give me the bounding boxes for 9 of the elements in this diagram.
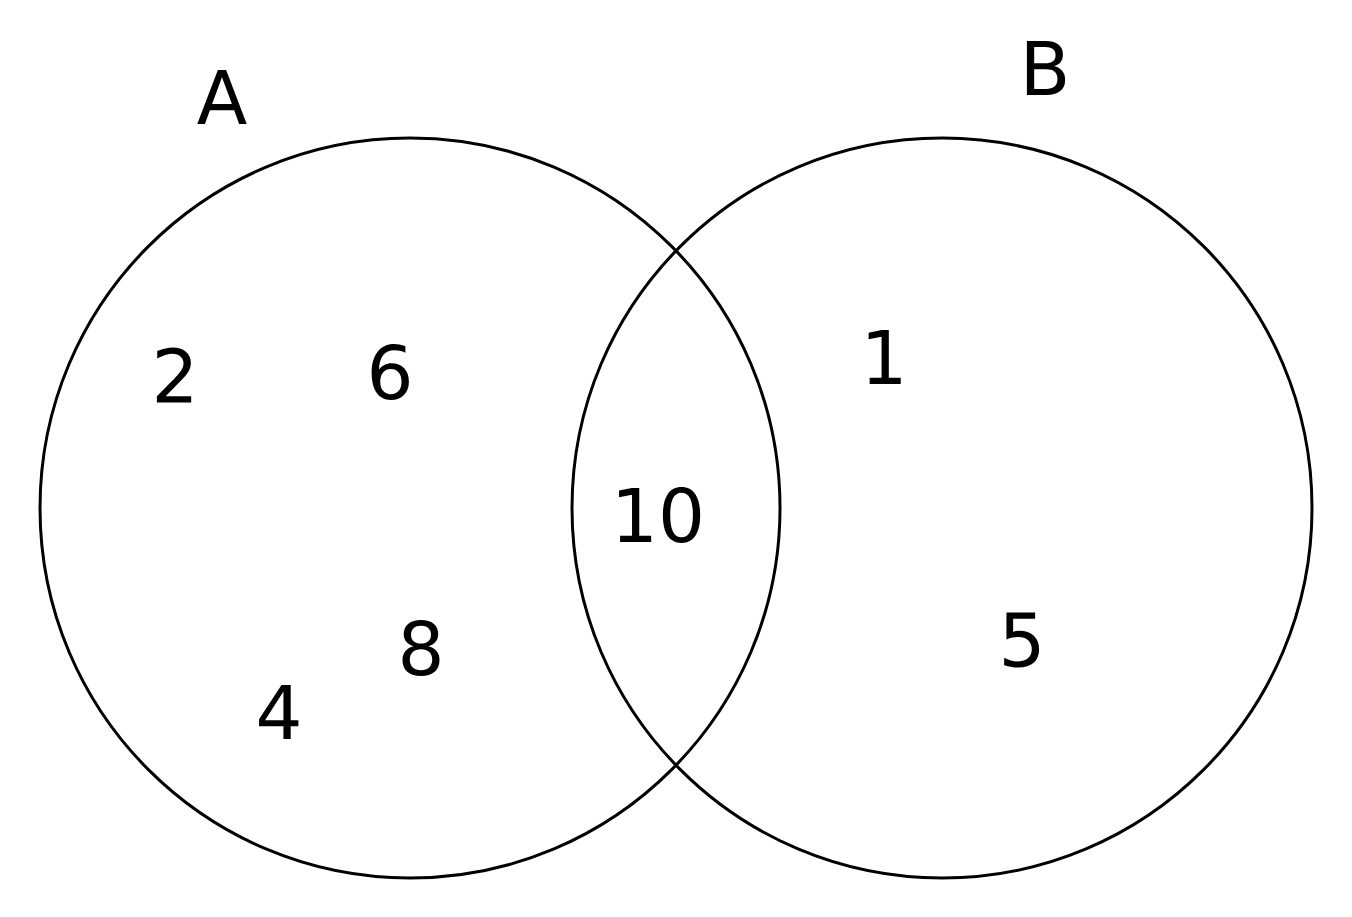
set-label: A	[197, 70, 247, 124]
element-number: 4	[259, 685, 299, 739]
element-number: 6	[371, 344, 409, 400]
element-number: 1	[868, 330, 901, 384]
set-label: B	[1026, 41, 1066, 95]
element-number: 2	[156, 347, 192, 403]
element-number: 8	[402, 620, 440, 676]
element-number: 10	[619, 487, 701, 543]
element-number: 5	[1004, 612, 1040, 668]
